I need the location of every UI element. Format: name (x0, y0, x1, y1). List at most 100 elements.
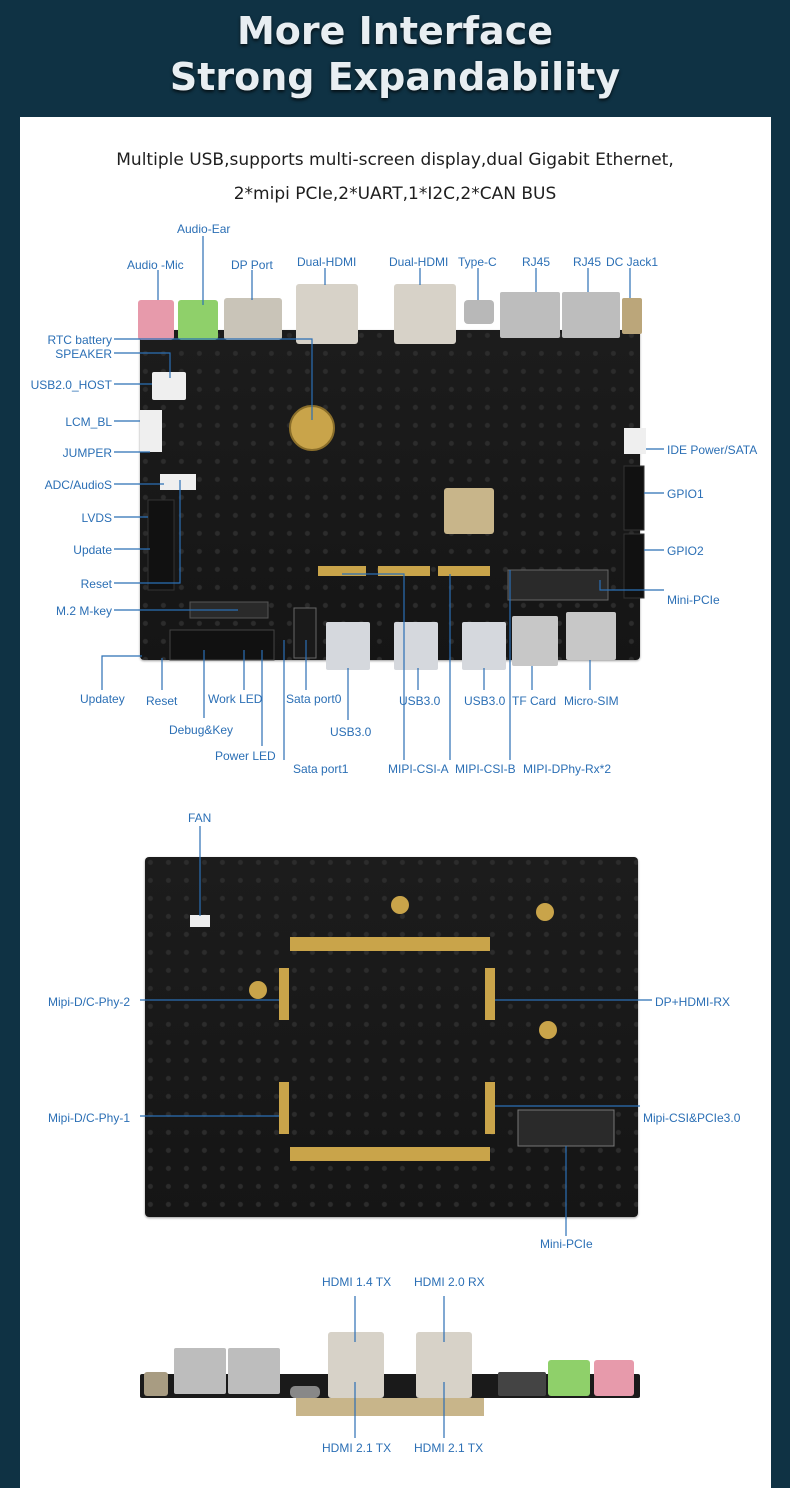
subtitle-line2: 2*mipi PCIe,2*UART,1*I2C,2*CAN BUS (233, 184, 557, 204)
label-usb20-host: USB2.0_HOST (30, 378, 112, 392)
label-rj45-1: RJ45 (522, 255, 551, 269)
b2b-connector-bottom (290, 1147, 490, 1161)
label-audio-mic: Audio -Mic (127, 258, 184, 272)
label-tf-card: TF Card (512, 694, 557, 708)
audio-ear-jack (178, 300, 218, 340)
sata-ports (293, 607, 317, 659)
audio-mic-jack (138, 300, 174, 340)
mipi-connector-c (438, 566, 490, 576)
usb20-host-connector (152, 372, 186, 400)
label-power-led: Power LED (215, 749, 276, 763)
label-reset-bottom: Reset (146, 694, 178, 708)
mini-pcie-slot (507, 569, 609, 601)
label-adc-audios: ADC/AudioS (44, 478, 112, 492)
label-jumper: JUMPER (62, 446, 112, 460)
dc-jack-connector (622, 298, 642, 334)
label-dual-hdmi-2: Dual-HDMI (389, 255, 449, 269)
mipi-connector-b (378, 566, 430, 576)
label-work-led: Work LED (208, 692, 263, 706)
gpio1-header (623, 465, 645, 531)
label-mini-pcie-back: Mini-PCIe (540, 1237, 593, 1251)
label-lcm-bl: LCM_BL (65, 415, 112, 429)
side-hdmi-stack-2 (416, 1332, 472, 1398)
label-mipi-csi-a: MIPI-CSI-A (388, 762, 449, 776)
label-speaker: SPEAKER (55, 347, 112, 361)
side-audio-green (548, 1360, 590, 1396)
mipi-dc-phy-1-connector (279, 1082, 289, 1134)
side-heatsink (296, 1398, 484, 1416)
label-m2-mkey: M.2 M-key (55, 604, 112, 618)
micro-sim-slot (566, 612, 616, 660)
label-hdmi21-tx-2: HDMI 2.1 TX (414, 1441, 484, 1455)
side-audio-pink (594, 1360, 634, 1396)
dual-hdmi-connector-2 (394, 284, 456, 344)
mipi-dc-phy-2-connector (279, 968, 289, 1020)
mount-hole-4 (539, 1021, 557, 1039)
label-hdmi14-tx: HDMI 1.4 TX (322, 1275, 392, 1289)
mount-hole-3 (249, 981, 267, 999)
mount-hole-1 (391, 896, 409, 914)
label-mipi-dc-phy-2: Mipi-D/C-Phy-2 (48, 995, 131, 1009)
dp-port-connector (224, 298, 282, 340)
label-reset-left: Reset (80, 577, 112, 591)
subtitle: Multiple USB,supports multi-screen displ… (0, 143, 790, 211)
label-mipi-csi-pcie: Mipi-CSI&PCIe3.0 (643, 1111, 741, 1125)
usb30-connector-2 (394, 622, 438, 670)
label-dp-port: DP Port (231, 258, 273, 272)
label-sata-port0: Sata port0 (286, 692, 342, 706)
side-rj45-2 (228, 1348, 280, 1394)
label-ide-power-sata: IDE Power/SATA (667, 443, 758, 457)
soc-chip (444, 488, 494, 534)
label-usb30-3: USB3.0 (464, 694, 506, 708)
label-dual-hdmi-1: Dual-HDMI (297, 255, 357, 269)
label-gpio2: GPIO2 (667, 544, 704, 558)
lcm-bl-connector (140, 410, 162, 452)
label-mipi-dc-phy-1: Mipi-D/C-Phy-1 (48, 1111, 131, 1125)
label-hdmi21-tx-1: HDMI 2.1 TX (322, 1441, 392, 1455)
usb30-connector-1 (326, 622, 370, 670)
hero-title: More Interface Strong Expandability (0, 8, 790, 100)
side-dp-port (498, 1372, 546, 1396)
label-sata-port1: Sata port1 (293, 762, 349, 776)
top-board-leader-lines (101, 236, 664, 760)
mount-hole-2 (536, 903, 554, 921)
debug-key-header (169, 629, 275, 661)
b2b-connector-top (290, 937, 490, 951)
label-mini-pcie-top: Mini-PCIe (667, 593, 720, 607)
label-usb30-2: USB3.0 (399, 694, 441, 708)
hero-title-line1: More Interface (236, 9, 553, 53)
label-updatey: Updatey (80, 692, 125, 706)
label-fan: FAN (188, 811, 212, 825)
label-audio-ear: Audio-Ear (177, 222, 231, 236)
label-hdmi20-rx: HDMI 2.0 RX (414, 1275, 485, 1289)
label-type-c: Type-C (458, 255, 497, 269)
back-board-leader-lines (140, 826, 652, 1236)
rj45-connector-1 (500, 292, 560, 338)
subtitle-line1: Multiple USB,supports multi-screen displ… (116, 150, 674, 170)
gpio2-header (623, 533, 645, 599)
usb30-connector-3 (462, 622, 506, 670)
label-lvds: LVDS (81, 511, 112, 525)
label-micro-sim: Micro-SIM (564, 694, 619, 708)
tf-card-slot (512, 616, 558, 666)
side-hdmi-stack-1 (328, 1332, 384, 1398)
dual-hdmi-connector-1 (296, 284, 358, 344)
label-usb30-1: USB3.0 (330, 725, 372, 739)
label-rtc-battery: RTC battery (47, 333, 112, 347)
label-dc-jack: DC Jack1 (606, 255, 659, 269)
hero-title-line2: Strong Expandability (169, 55, 621, 99)
fan-connector (190, 915, 210, 927)
ide-power-sata-connector (624, 428, 646, 454)
side-dc-jack (144, 1372, 168, 1396)
label-mipi-dphy: MIPI-DPhy-Rx*2 (523, 762, 612, 776)
label-debug-key: Debug&Key (169, 723, 234, 737)
mipi-connector-a (318, 566, 366, 576)
lvds-header (147, 499, 175, 591)
label-rj45-2: RJ45 (573, 255, 602, 269)
side-view-leader-lines (354, 1296, 445, 1438)
dp-hdmi-rx-connector (485, 968, 495, 1020)
label-gpio1: GPIO1 (667, 487, 704, 501)
